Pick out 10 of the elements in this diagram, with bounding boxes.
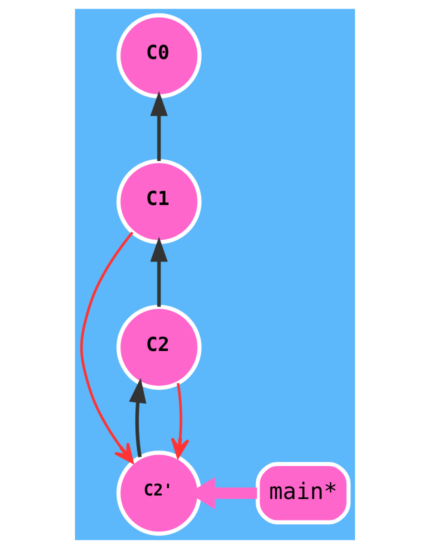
arrow bbox=[128, 378, 146, 458]
node-circle: C1 bbox=[116, 159, 202, 244]
arrow bbox=[150, 90, 168, 162]
node-circle: C2' bbox=[116, 450, 202, 536]
arrow bbox=[150, 236, 168, 307]
arrow bbox=[80, 232, 134, 464]
arrow bbox=[170, 383, 190, 458]
node-circle: C2 bbox=[116, 304, 202, 390]
node-circle: C0 bbox=[116, 13, 202, 98]
node-box: main* bbox=[256, 462, 351, 524]
